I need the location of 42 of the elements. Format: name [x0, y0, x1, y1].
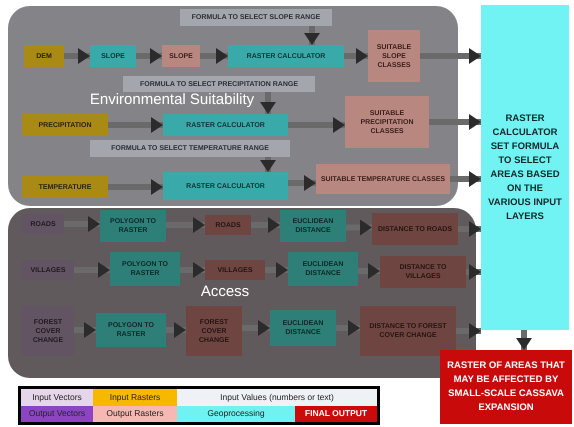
legend-label: Input Vectors: [32, 390, 82, 404]
arrow: [260, 92, 276, 114]
arrow: [336, 320, 360, 336]
group-panel: [8, 6, 458, 206]
arrow: [260, 157, 276, 172]
arrow: [358, 263, 380, 279]
group-title: Access: [200, 283, 250, 300]
legend-label: Input Values (numbers or text): [220, 390, 334, 404]
legend-label: Output Vectors: [28, 407, 86, 420]
arrow: [466, 264, 481, 280]
arrow: [516, 330, 532, 350]
arrow: [166, 217, 205, 233]
arrow: [429, 114, 481, 130]
arrow: [344, 48, 368, 64]
group-title: Environmental Suitability: [88, 91, 256, 108]
arrow: [166, 322, 186, 338]
arrow: [108, 179, 163, 195]
arrow: [74, 322, 96, 338]
legend-label: Input Rasters: [110, 390, 160, 404]
arrow: [288, 117, 345, 133]
arrow: [180, 262, 205, 278]
process-box: RASTER CALCULATOR SET FORMULA TO SELECT AREAS BASED ON THE VARIOUS INPUT LAYERS: [481, 5, 569, 330]
arrow: [136, 48, 162, 64]
arrow: [200, 48, 228, 64]
arrow: [74, 262, 110, 278]
legend-label: FINAL OUTPUT: [304, 407, 368, 420]
arrow: [251, 217, 280, 233]
arrow: [108, 117, 163, 133]
arrow: [420, 48, 481, 64]
arrow: [346, 220, 372, 236]
arrow: [304, 26, 320, 45]
arrow: [456, 323, 481, 339]
arrow: [64, 216, 100, 232]
final-output-box: RASTER OF AREAS THAT MAY BE AFFECTED BY SMALL-SCALE CASSAVA EXPANSION: [440, 350, 572, 424]
arrow: [450, 171, 481, 187]
arrow: [265, 262, 288, 278]
arrow: [64, 48, 90, 64]
arrow: [288, 175, 316, 191]
legend-label: Geoprocessing: [207, 407, 265, 420]
arrow: [242, 320, 270, 336]
legend-label: Output Rasters: [106, 407, 164, 420]
arrow: [458, 221, 481, 237]
